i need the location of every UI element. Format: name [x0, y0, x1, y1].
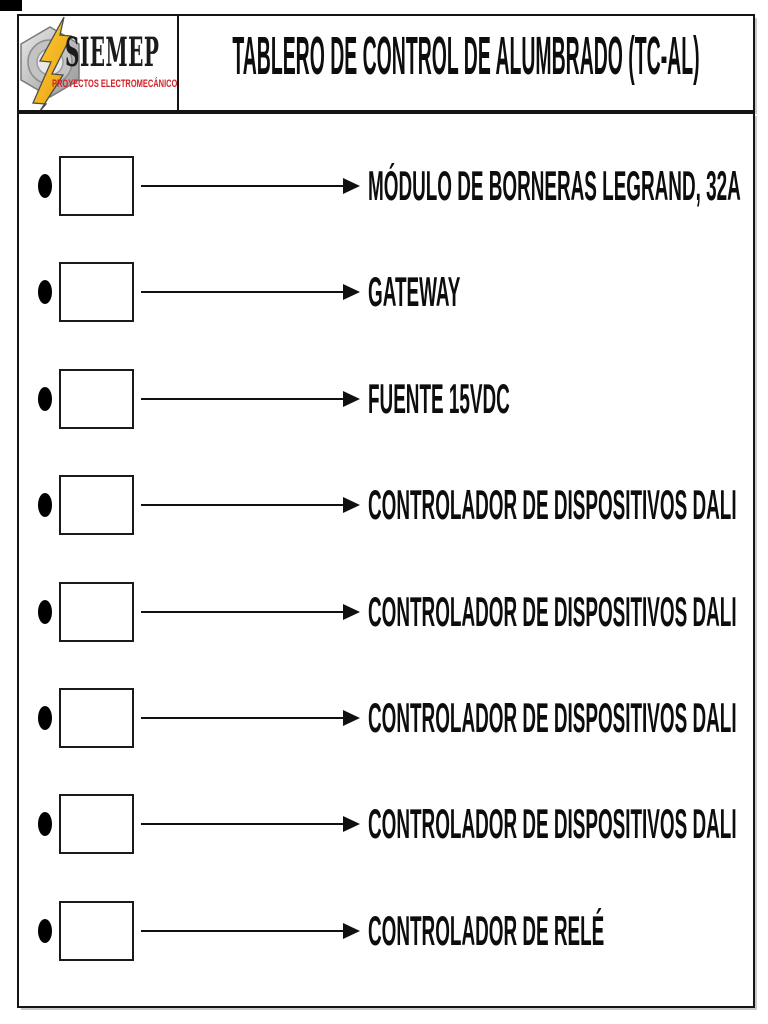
- arrow-line: [141, 291, 343, 294]
- symbol-box: [59, 794, 134, 855]
- siemep-logo: SIEMEP PROYECTOS ELECTROMECÁNICOS: [19, 16, 179, 110]
- arrow-line: [141, 397, 343, 400]
- arrow-head-icon: [343, 497, 360, 514]
- bullet-dot-icon: [38, 599, 52, 624]
- arrow-line: [141, 504, 343, 507]
- bullet-dot-icon: [38, 280, 52, 305]
- legend-row: CONTROLADOR DE DISPOSITIVOS DALI: [19, 794, 749, 855]
- legend-row: CONTROLADOR DE DISPOSITIVOS DALI: [19, 688, 749, 748]
- bullet-dot-icon: [38, 174, 52, 198]
- brand-name: SIEMEP: [65, 29, 160, 76]
- arrow-head-icon: [343, 816, 360, 833]
- legend-row: CONTROLADOR DE RELÉ: [19, 900, 749, 961]
- legend-label: CONTROLADOR DE DISPOSITIVOS DALI: [368, 587, 737, 635]
- symbol-box: [59, 156, 134, 216]
- symbol-box: [59, 368, 134, 429]
- symbol-box: [59, 900, 134, 961]
- arrow-head-icon: [343, 922, 360, 939]
- legend-label: FUENTE 15VDC: [368, 374, 510, 422]
- arrow-line: [141, 929, 343, 932]
- symbol-box: [59, 262, 134, 323]
- arrow-line: [141, 610, 343, 613]
- hex-nut-lightning-icon: [20, 16, 80, 110]
- legend-label: CONTROLADOR DE DISPOSITIVOS DALI: [368, 694, 737, 741]
- bullet-dot-icon: [38, 386, 52, 411]
- arrow-head-icon: [343, 710, 360, 726]
- arrow-line: [141, 185, 343, 187]
- bullet-dot-icon: [38, 918, 52, 943]
- legend-row: FUENTE 15VDC: [19, 368, 749, 429]
- arrow-head-icon: [343, 284, 360, 301]
- symbol-box: [59, 475, 134, 536]
- arrow-line: [141, 717, 343, 719]
- header: SIEMEP PROYECTOS ELECTROMECÁNICOS TABLER…: [17, 14, 755, 112]
- legend-row: MÓDULO DE BORNERAS LEGRAND, 32A: [19, 156, 749, 216]
- arrow-head-icon: [343, 603, 360, 620]
- legend-label: CONTROLADOR DE DISPOSITIVOS DALI: [368, 481, 737, 529]
- arrow-head-icon: [343, 390, 360, 407]
- legend-label: CONTROLADOR DE RELÉ: [368, 906, 605, 954]
- legend-label: GATEWAY: [368, 268, 461, 316]
- arrow-line: [141, 823, 343, 826]
- bullet-dot-icon: [38, 706, 52, 730]
- brand-tagline: PROYECTOS ELECTROMECÁNICOS: [52, 78, 179, 90]
- page-title: TABLERO DE CONTROL DE ALUMBRADO (TC-AL): [232, 26, 700, 86]
- symbol-box: [59, 688, 134, 748]
- bullet-dot-icon: [38, 812, 52, 837]
- legend-body: MÓDULO DE BORNERAS LEGRAND, 32A GATEWAY …: [17, 112, 755, 1008]
- arrow-head-icon: [343, 178, 360, 194]
- scan-corner-mark: [0, 0, 22, 11]
- legend-row: CONTROLADOR DE DISPOSITIVOS DALI: [19, 581, 749, 642]
- bullet-dot-icon: [38, 493, 52, 518]
- legend-row: CONTROLADOR DE DISPOSITIVOS DALI: [19, 475, 749, 536]
- symbol-box: [59, 581, 134, 642]
- legend-row: GATEWAY: [19, 262, 749, 323]
- legend-label: MÓDULO DE BORNERAS LEGRAND, 32A: [368, 162, 741, 209]
- title-cell: TABLERO DE CONTROL DE ALUMBRADO (TC-AL): [179, 16, 753, 110]
- legend-label: CONTROLADOR DE DISPOSITIVOS DALI: [368, 800, 737, 848]
